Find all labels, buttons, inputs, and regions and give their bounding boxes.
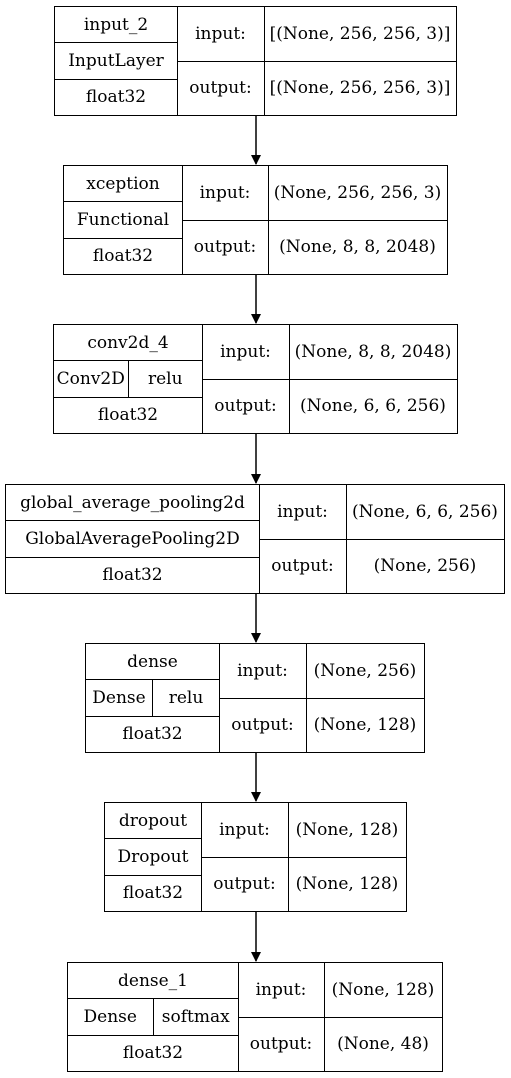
output-label: output: — [259, 538, 346, 594]
input-shape: [(None, 256, 256, 3)] — [269, 23, 451, 44]
layer-name: dense — [127, 651, 178, 672]
io-shapes: (None, 256) (None, 128) — [306, 644, 424, 752]
layer-dtype: float32 — [68, 1034, 238, 1071]
layer-class: Dense — [83, 1006, 137, 1027]
io-shapes: (None, 128) (None, 128) — [288, 803, 406, 911]
io-labels: input: output: — [201, 803, 289, 911]
layer-name: dense_1 — [118, 970, 188, 991]
io-labels: input: output: — [177, 7, 265, 115]
layer-dtype: float32 — [55, 78, 177, 115]
layer-class: Dense — [92, 687, 146, 708]
io-shapes: (None, 256, 256, 3) (None, 8, 8, 2048) — [268, 166, 447, 274]
layer-activation: relu — [127, 361, 203, 397]
input-label: input: — [219, 819, 270, 840]
layer-class: GlobalAveragePooling2D — [6, 520, 259, 556]
layer-dtype: float32 — [64, 237, 182, 274]
output-label: output: — [201, 856, 288, 912]
input-label: input: — [195, 23, 246, 44]
input-shape: (None, 6, 6, 256) — [352, 501, 498, 522]
output-shape: (None, 256) — [346, 538, 504, 594]
input-label: input: — [255, 979, 307, 1000]
output-shape: (None, 128) — [288, 856, 406, 912]
io-labels: input: output: — [259, 485, 347, 593]
layer-activation: softmax — [152, 999, 239, 1035]
output-shape: (None, 8, 8, 2048) — [268, 219, 447, 275]
output-label: output: — [202, 378, 289, 434]
io-shapes: (None, 6, 6, 256) (None, 256) — [346, 485, 504, 593]
layer-name: xception — [86, 173, 160, 194]
output-label: output: — [219, 697, 306, 753]
output-label: output: — [177, 60, 264, 116]
layer-class: InputLayer — [55, 42, 177, 78]
layer-dtype: float32 — [105, 874, 201, 911]
io-labels: input: output: — [182, 166, 269, 274]
input-label: input: — [237, 660, 288, 681]
input-label: input: — [199, 182, 251, 203]
layer-class-row: Dense softmax — [68, 998, 239, 1035]
input-label: input: — [220, 341, 271, 362]
input-shape: (None, 256, 256, 3) — [273, 182, 442, 203]
layer-class: Functional — [64, 201, 182, 237]
layer-name: input_2 — [83, 14, 149, 35]
layer-dtype: float32 — [54, 396, 202, 433]
output-shape: (None, 128) — [306, 697, 424, 753]
layer-name: global_average_pooling2d — [20, 492, 245, 513]
output-shape: (None, 6, 6, 256) — [289, 378, 457, 434]
io-labels: input: output: — [238, 963, 325, 1071]
output-shape: (None, 48) — [324, 1016, 442, 1072]
layer-name: conv2d_4 — [87, 332, 169, 353]
layer-dtype: float32 — [6, 556, 259, 593]
layer-activation: relu — [152, 680, 219, 716]
input-label: input: — [277, 501, 328, 522]
input-shape: (None, 8, 8, 2048) — [294, 341, 452, 362]
io-shapes: (None, 128) (None, 48) — [324, 963, 442, 1071]
output-label: output: — [238, 1016, 324, 1072]
input-shape: (None, 256) — [313, 660, 417, 681]
layer-class-row: Dense relu — [86, 679, 219, 716]
io-shapes: (None, 8, 8, 2048) (None, 6, 6, 256) — [289, 325, 457, 433]
input-shape: (None, 128) — [295, 819, 399, 840]
layer-class: Conv2D — [56, 368, 125, 389]
io-labels: input: output: — [219, 644, 307, 752]
io-labels: input: output: — [202, 325, 290, 433]
input-shape: (None, 128) — [331, 979, 435, 1000]
io-shapes: [(None, 256, 256, 3)] [(None, 256, 256, 3… — [264, 7, 456, 115]
layer-name: dropout — [118, 810, 188, 831]
output-shape: [(None, 256, 256, 3)] — [264, 60, 456, 116]
output-label: output: — [182, 219, 268, 275]
layer-dtype: float32 — [86, 715, 219, 752]
layer-class: Dropout — [105, 838, 201, 874]
